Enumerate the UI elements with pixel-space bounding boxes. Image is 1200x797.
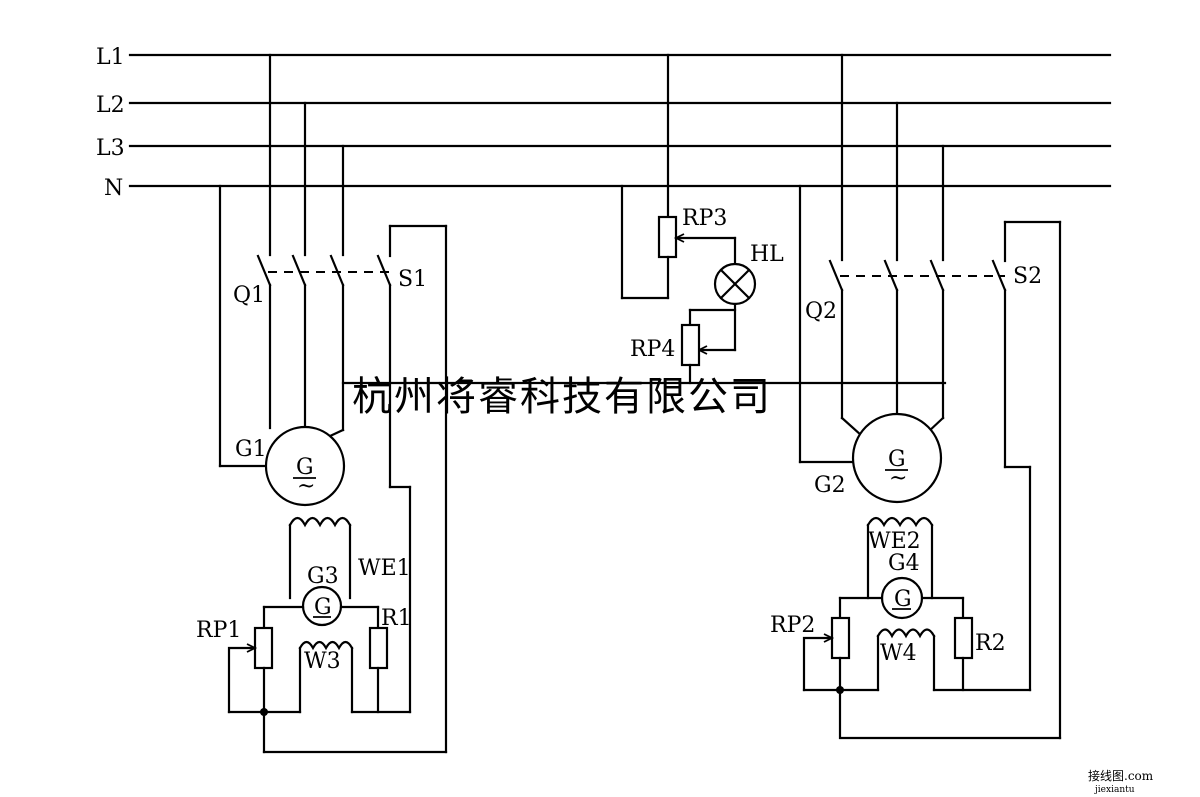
q1-label: Q1: [233, 283, 265, 308]
w4-label: W4: [880, 641, 917, 666]
rp3-label: RP3: [682, 206, 727, 231]
watermark: 杭州将睿科技有限公司: [352, 374, 772, 420]
s2-label: S2: [1013, 264, 1042, 289]
g3-label: G3: [307, 564, 339, 589]
g3-symbol: G: [314, 595, 332, 620]
bus-label-n: N: [104, 176, 123, 201]
rp1-label: RP1: [196, 618, 241, 643]
left-generator-unit: G ~ G Q1 S1 G1 G3 WE1 R: [196, 53, 947, 754]
g2-symbol: G: [888, 447, 906, 472]
s1-label: S1: [398, 267, 427, 292]
g2-generator: [851, 412, 943, 504]
rp2-label: RP2: [770, 613, 815, 638]
q2-label: Q2: [805, 299, 837, 324]
w3-winding: [298, 640, 354, 651]
rp2-rheostat: [830, 616, 851, 660]
sync-lamp-circuit: RP3 HL RP4: [620, 53, 784, 385]
we1-winding: [288, 516, 352, 528]
g1-symbol: G: [296, 455, 314, 480]
bus-label-l2: L2: [96, 93, 125, 118]
we1-label: WE1: [358, 556, 411, 581]
r2-resistor: [953, 616, 974, 660]
rp4-rheostat: [680, 323, 701, 367]
q1-blade-1: [256, 254, 272, 287]
w3-label: W3: [304, 649, 341, 674]
corner-logo: 接线图.com jiexiantu: [1088, 768, 1154, 795]
rp1-junction: [260, 708, 268, 716]
bus-label-l3: L3: [96, 136, 125, 161]
r1-resistor: [368, 626, 389, 670]
r1-label: R1: [381, 606, 412, 631]
q2-blade-1: [828, 259, 844, 292]
rp1-rheostat: [253, 626, 274, 670]
bus-label-l1: L1: [96, 45, 125, 70]
g4-label: G4: [888, 551, 920, 576]
we2-winding: [866, 516, 934, 528]
g1-ac-symbol: ~: [297, 474, 315, 499]
w4-winding: [876, 628, 936, 639]
s2-blade: [991, 259, 1007, 292]
rp4-label: RP4: [630, 337, 675, 362]
rp2-junction: [836, 686, 844, 694]
we2-label: WE2: [868, 529, 921, 554]
g2-ac-symbol: ~: [889, 466, 907, 491]
q1-blade-2: [291, 254, 307, 287]
corner-logo-text: 接线图.com: [1088, 768, 1154, 783]
corner-logo-subtext: jiexiantu: [1094, 785, 1135, 795]
s1-blade: [376, 254, 392, 287]
right-generator-unit: G ~ G Q2 S2 G2 WE2 G4 RP2: [770, 53, 1062, 740]
q1-blade-3: [329, 254, 345, 287]
g2-label: G2: [814, 473, 846, 498]
rp3-rheostat: [657, 215, 678, 259]
g1-generator: [264, 425, 346, 507]
hl-label: HL: [750, 242, 784, 267]
g1-label: G1: [235, 437, 267, 462]
r2-label: R2: [975, 631, 1006, 656]
g4-symbol: G: [894, 587, 912, 612]
power-bus: L1 L2 L3 N: [96, 45, 1112, 201]
